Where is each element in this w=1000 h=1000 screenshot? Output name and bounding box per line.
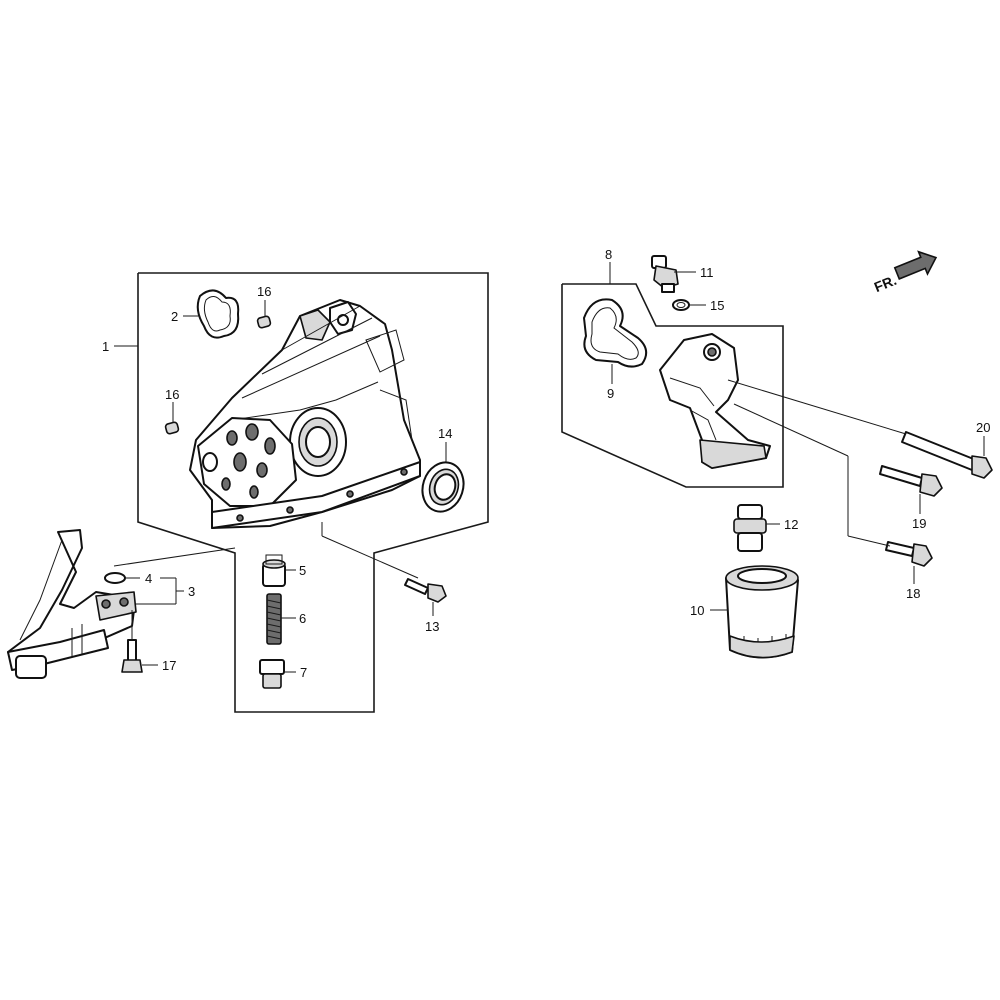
callout-3: 3	[188, 584, 195, 599]
assembly-8-boundary	[561, 283, 784, 488]
part-2-gasket	[196, 289, 240, 339]
callout-2: 2	[171, 309, 178, 324]
part-9-gasket	[583, 298, 648, 368]
callout-8: 8	[605, 247, 612, 262]
callout-18: 18	[906, 586, 920, 601]
part-7-plug	[259, 659, 285, 689]
part-20-bolt	[901, 431, 993, 479]
callout-20: 20	[976, 420, 990, 435]
assembly-1-boundary	[137, 272, 489, 713]
callout-16-upper: 16	[257, 284, 271, 299]
part-12-filter-nipple	[733, 504, 767, 552]
front-direction-indicator: FR.	[872, 250, 938, 295]
callout-15: 15	[710, 298, 724, 313]
callout-17: 17	[162, 658, 176, 673]
part-18-bolt	[885, 541, 933, 567]
callout-11: 11	[700, 265, 714, 280]
callout-9: 9	[607, 386, 614, 401]
leader-lines	[113, 262, 985, 673]
callout-labels: 1 2 3 4 5 6 7 8 9 10 11 12 13 14 15 16 1…	[102, 247, 990, 680]
callout-14: 14	[438, 426, 452, 441]
callout-13: 13	[425, 619, 439, 634]
part-14-oil-seal	[421, 461, 465, 513]
callout-4: 4	[145, 571, 152, 586]
part-16-dowel-lower	[164, 421, 180, 435]
callout-12: 12	[784, 517, 798, 532]
callout-5: 5	[299, 563, 306, 578]
callout-10: 10	[690, 603, 704, 618]
part-8-filter-housing	[659, 333, 771, 469]
part-19-bolt	[879, 465, 943, 497]
callout-7: 7	[300, 665, 307, 680]
part-5-relief-valve	[262, 554, 286, 587]
callout-1: 1	[102, 339, 109, 354]
part-16-dowel-upper	[256, 315, 272, 329]
part-17-bolt	[121, 639, 143, 673]
part-13-bolt	[404, 578, 447, 603]
part-10-oil-filter	[725, 565, 799, 659]
part-6-spring	[266, 593, 282, 645]
part-15-washer	[672, 299, 690, 311]
oil-pump-body	[189, 299, 421, 529]
front-label: FR.	[872, 272, 899, 295]
callout-6: 6	[299, 611, 306, 626]
callout-19: 19	[912, 516, 926, 531]
callout-16-lower: 16	[165, 387, 179, 402]
part-11-oil-pressure-switch	[651, 255, 679, 293]
part-3-oil-strainer	[7, 529, 137, 679]
part-4-o-ring	[104, 572, 126, 584]
